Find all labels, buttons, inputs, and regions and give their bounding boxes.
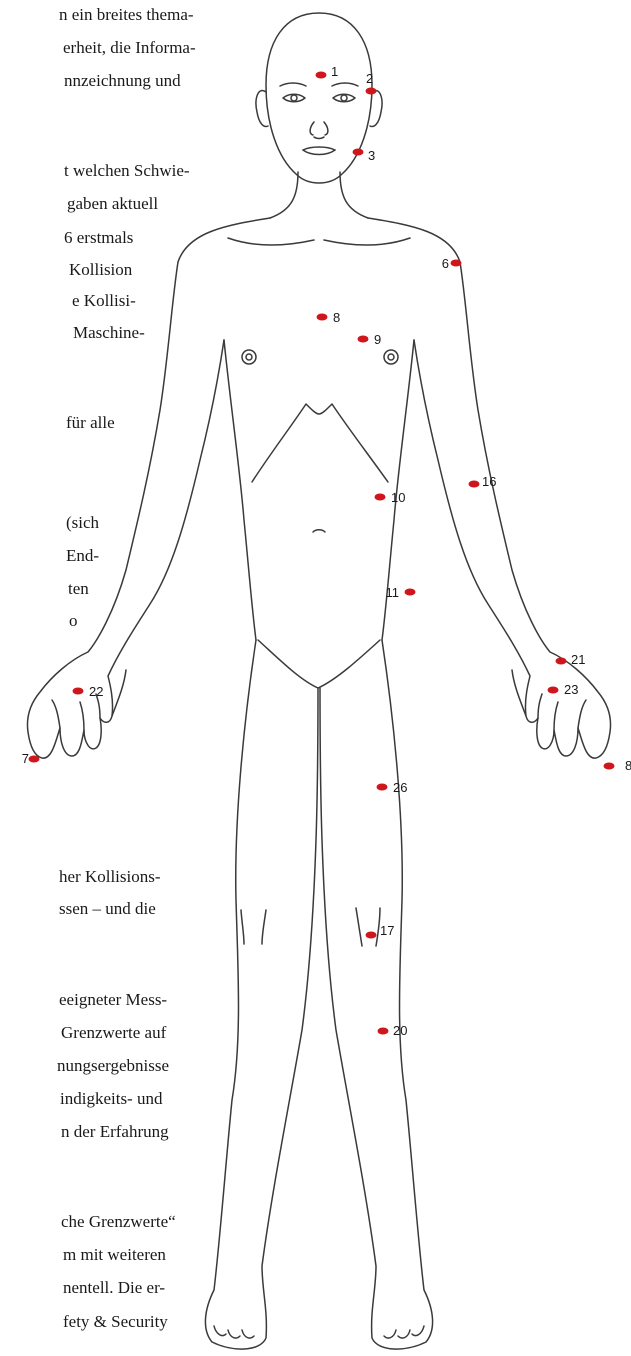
- measurement-point-dot: [377, 784, 388, 791]
- measurement-point-label: 20: [393, 1023, 407, 1038]
- measurement-point: 16: [469, 474, 497, 489]
- measurement-point: 9: [358, 332, 382, 347]
- measurement-point-dot: [548, 687, 559, 694]
- measurement-point-label: 16: [482, 474, 496, 489]
- measurement-point-dot: [358, 336, 369, 343]
- measurement-point-dot: [316, 72, 327, 79]
- measurement-point-dot: [353, 149, 364, 156]
- measurement-point: 11: [386, 585, 416, 600]
- measurement-point: 8: [317, 310, 341, 325]
- measurement-point-label: 3: [368, 148, 375, 163]
- measurement-point: 1: [316, 64, 339, 79]
- measurement-point-label: 7: [22, 751, 29, 766]
- measurement-point-label: 10: [391, 490, 405, 505]
- measurement-point-label: 2: [366, 71, 373, 86]
- measurement-point-dot: [604, 763, 615, 770]
- measurement-point: 10: [375, 490, 406, 505]
- measurement-point-dot: [556, 658, 567, 665]
- measurement-point-dot: [469, 481, 480, 488]
- measurement-point: 17: [366, 923, 395, 939]
- measurement-point-label: 1: [331, 64, 338, 79]
- measurement-point-label: 9: [374, 332, 381, 347]
- measurement-point: 21: [556, 652, 586, 667]
- measurement-point: 20: [378, 1023, 408, 1038]
- measurement-point-label: 22: [89, 684, 103, 699]
- measurement-point-dot: [378, 1028, 389, 1035]
- human-body-front-outline-icon: [28, 13, 611, 1349]
- measurement-point-dot: [451, 260, 462, 267]
- measurement-point: 26: [377, 780, 408, 795]
- measurement-point-dot: [375, 494, 386, 501]
- measurement-point-dot: [366, 88, 377, 95]
- measurement-point-label: 8: [625, 758, 631, 773]
- measurement-point-dot: [405, 589, 416, 596]
- measurement-point: 2: [366, 71, 377, 95]
- measurement-point-dot: [317, 314, 328, 321]
- measurement-point: 7: [22, 751, 40, 766]
- measurement-point-dot: [73, 688, 84, 695]
- measurement-point-label: 26: [393, 780, 407, 795]
- measurement-point-dot: [366, 932, 377, 939]
- measurement-point-label: 6: [442, 256, 449, 271]
- measurement-point-label: 21: [571, 652, 585, 667]
- measurement-point: 22: [73, 684, 104, 699]
- measurement-point-label: 11: [386, 585, 400, 600]
- measurement-point-label: 8: [333, 310, 340, 325]
- measurement-point: 23: [548, 682, 579, 697]
- measurement-point-dot: [29, 756, 40, 763]
- measurement-point-label: 23: [564, 682, 578, 697]
- measurement-point-label: 17: [380, 923, 394, 938]
- measurement-point: 8: [604, 758, 631, 773]
